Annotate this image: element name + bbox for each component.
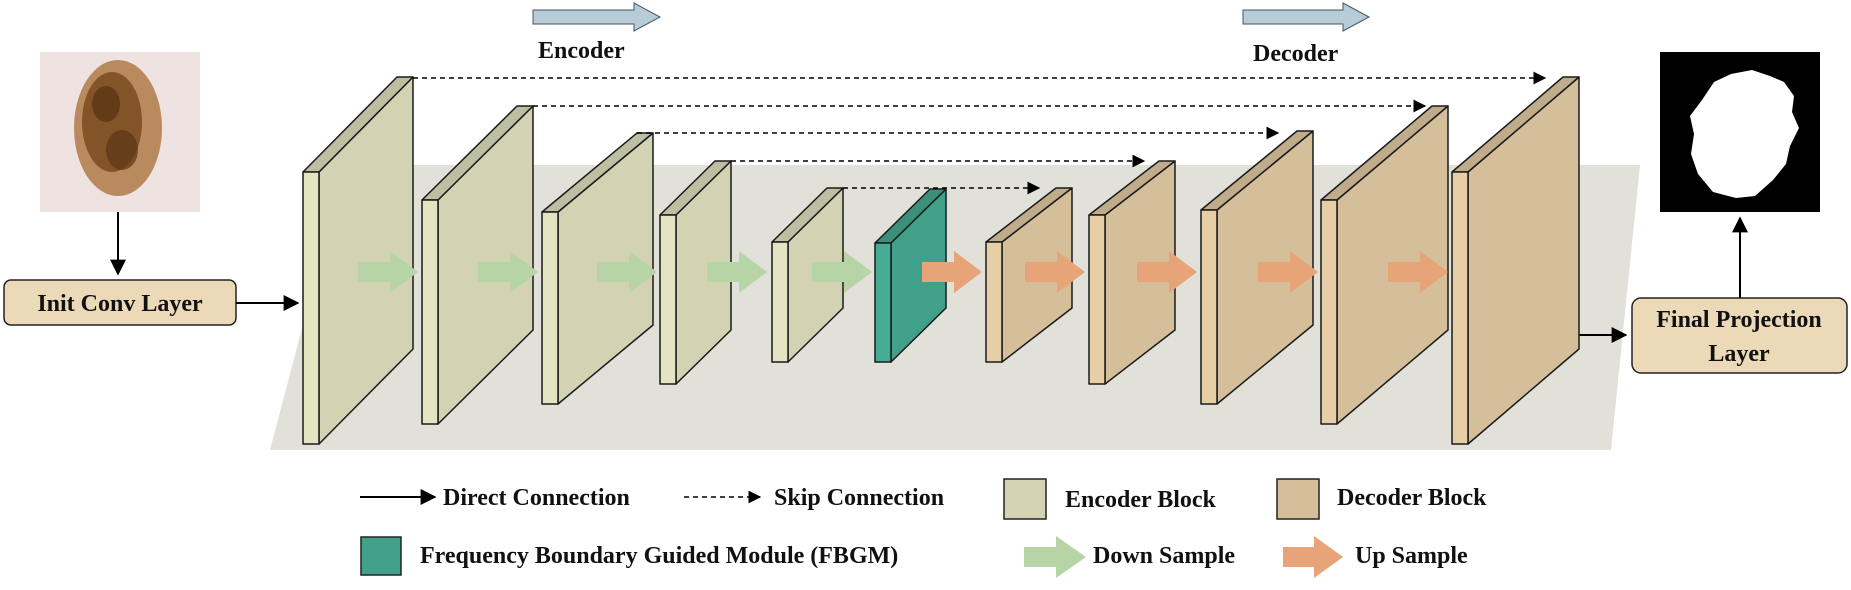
encoder-block-5-front [771, 241, 789, 363]
legend-direct-label: Direct Connection [443, 485, 630, 511]
input-lesion-image [40, 52, 200, 212]
up-sample-arrow-1 [922, 251, 982, 293]
decoder-block-4-front [1320, 199, 1338, 425]
encoder-block-1-front [302, 171, 320, 445]
decoder-block-5 [1451, 76, 1580, 445]
legend-encoder-swatch [1003, 478, 1047, 520]
up-sample-arrow-4 [1258, 251, 1318, 293]
final-projection-node [1631, 297, 1848, 374]
down-sample-arrow-5 [812, 251, 872, 293]
decoder-block-5-front [1451, 171, 1469, 445]
final-projection-label-line1: Final Projection [1656, 307, 1822, 333]
decoder-block-1-front [985, 241, 1003, 363]
encoder-block-3-front [541, 211, 559, 405]
final-projection-label-line2: Layer [1708, 341, 1770, 367]
decoder-label: Decoder [1253, 41, 1339, 67]
legend-decoder-swatch [1276, 478, 1320, 520]
down-sample-arrow-1 [358, 251, 418, 293]
init-conv-label: Init Conv Layer [37, 291, 203, 317]
fbgm-block-front [874, 242, 892, 363]
legend-decoder-label: Decoder Block [1337, 485, 1487, 511]
encoder-label: Encoder [538, 38, 625, 64]
decoder-block-2-front [1088, 214, 1106, 385]
decoder-block-3-front [1200, 209, 1218, 405]
legend-down-sample-label: Down Sample [1093, 543, 1235, 569]
legend-up-sample-label: Up Sample [1355, 543, 1468, 569]
legend-fbgm-swatch [360, 536, 402, 576]
encoder-block-1 [302, 76, 414, 445]
legend-fbgm-label: Frequency Boundary Guided Module (FBGM) [420, 543, 898, 569]
down-sample-arrow-3 [597, 251, 657, 293]
legend: Direct Connection Skip Connection Encode… [360, 478, 1487, 578]
legend-skip-label: Skip Connection [774, 485, 944, 511]
decoder-direction-arrow [1242, 2, 1371, 32]
encoder-block-2-front [421, 199, 439, 425]
legend-up-sample-arrow [1283, 536, 1343, 578]
up-sample-arrow-5 [1388, 251, 1448, 293]
output-mask-image [1660, 52, 1820, 212]
encoder-block-4 [659, 160, 732, 385]
sample-arrows-layer [358, 251, 1448, 293]
down-sample-arrow-2 [478, 251, 538, 293]
down-sample-arrow-4 [707, 251, 767, 293]
legend-encoder-label: Encoder Block [1065, 487, 1217, 513]
up-sample-arrow-3 [1137, 251, 1197, 293]
legend-down-sample-arrow [1024, 536, 1086, 578]
encoder-block-4-front [659, 214, 677, 385]
encoder-direction-arrow [532, 2, 662, 32]
up-sample-arrow-2 [1025, 251, 1085, 293]
fbgm-block [874, 188, 947, 363]
